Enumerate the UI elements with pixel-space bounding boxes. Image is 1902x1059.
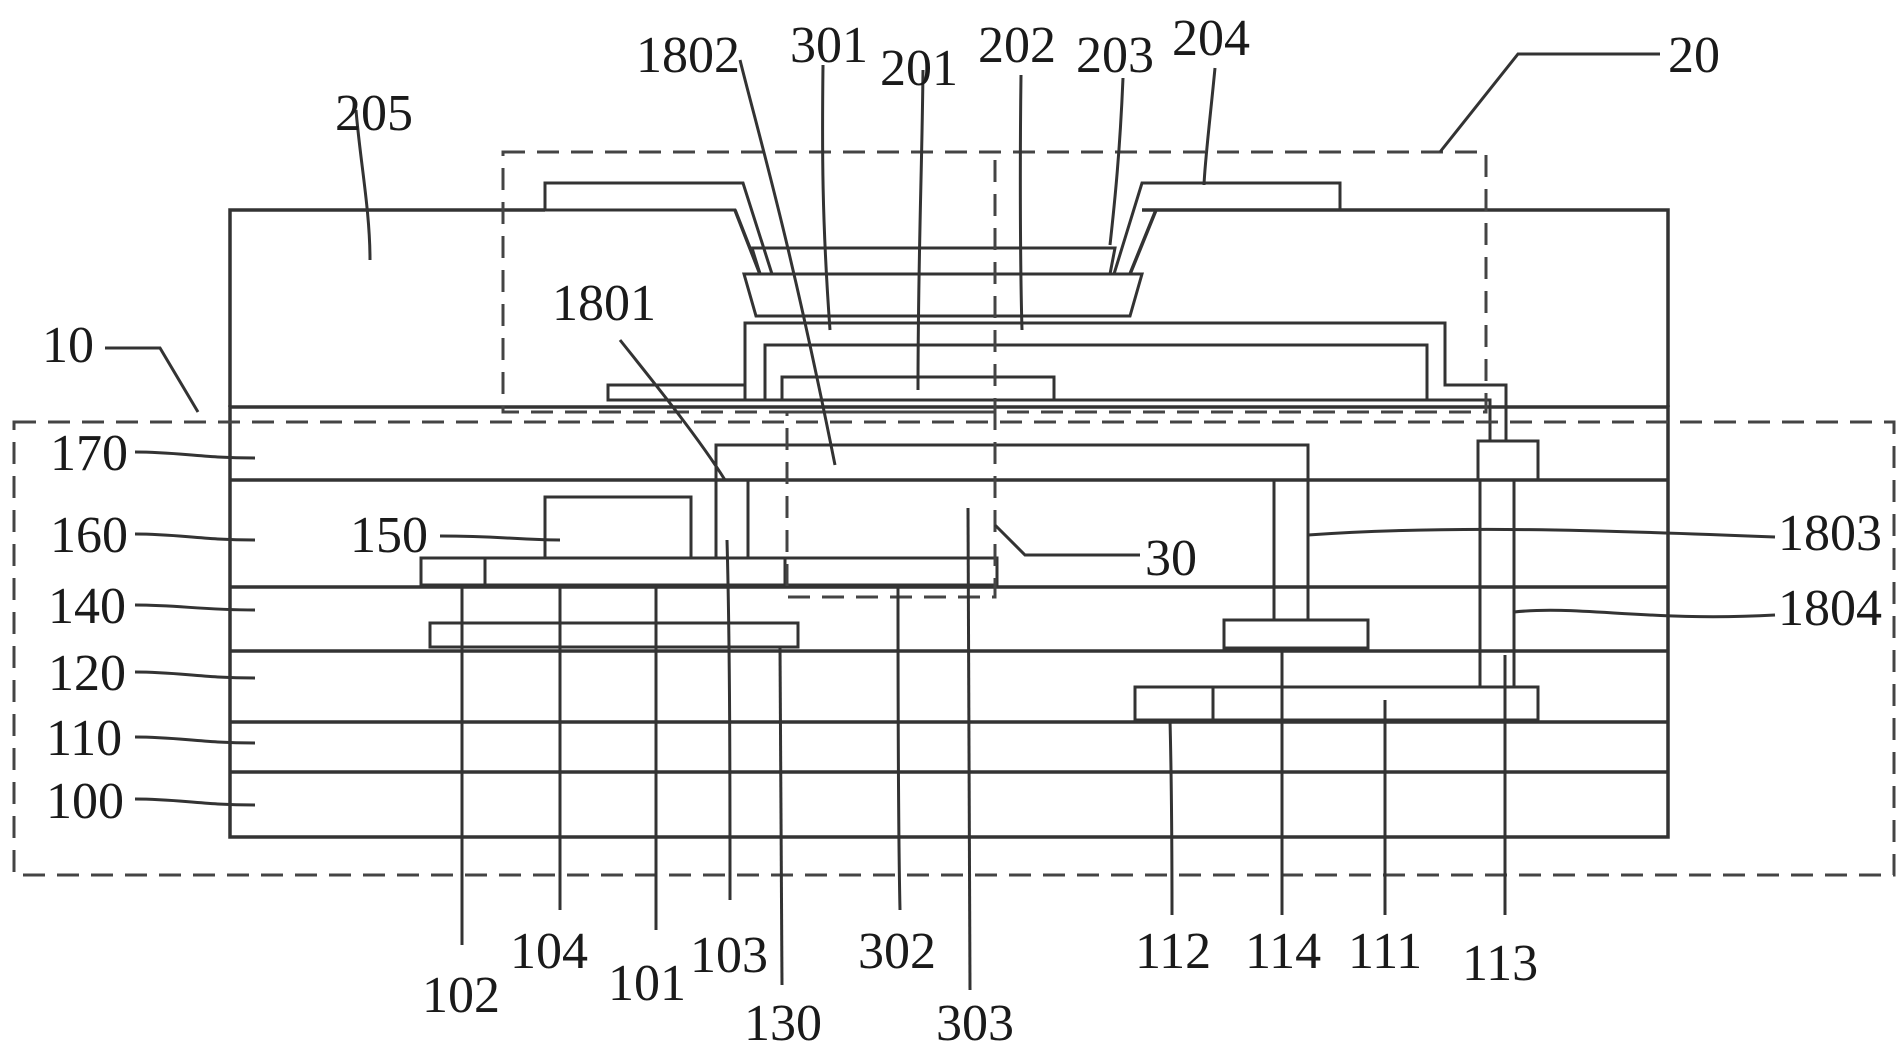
label-20: 20: [1668, 27, 1720, 84]
label-102: 102: [422, 967, 500, 1024]
label-150: 150: [350, 507, 428, 564]
label-170: 170: [50, 425, 128, 482]
contact-112: [1133, 685, 1215, 722]
label-1804: 1804: [1778, 580, 1882, 637]
cavity-301: [763, 343, 1429, 402]
label-130: 130: [744, 995, 822, 1052]
label-113: 113: [1462, 935, 1538, 992]
element-150: [543, 495, 693, 560]
label-204: 204: [1172, 10, 1250, 67]
label-205: 205: [335, 85, 413, 142]
left-transistor: [419, 443, 1310, 649]
label-201: 201: [880, 40, 958, 97]
via-1801: [714, 478, 750, 560]
label-104: 104: [510, 923, 588, 980]
label-202: 202: [978, 17, 1056, 74]
label-120: 120: [48, 645, 126, 702]
label-302: 302: [858, 923, 936, 980]
label-140: 140: [48, 578, 126, 635]
pad-114: [1222, 618, 1370, 650]
label-1802: 1802: [636, 27, 740, 84]
cathode-204-left: [543, 181, 775, 276]
label-303: 303: [936, 995, 1014, 1052]
electrode-1802: [714, 443, 1310, 482]
region-10: [12, 420, 1896, 877]
contact-102: [419, 556, 487, 587]
pad-1804-top: [1476, 439, 1540, 482]
via-1804: [1478, 478, 1516, 689]
right-transistor: [1133, 439, 1540, 722]
label-10: 10: [42, 317, 94, 374]
label-114: 114: [1245, 923, 1321, 980]
label-103: 103: [690, 927, 768, 984]
device-stack: [543, 181, 1508, 443]
layer-202-foot: [606, 383, 747, 402]
label-1801: 1801: [552, 275, 656, 332]
layer-stack: [228, 405, 1670, 839]
active-layer-111: [1211, 685, 1540, 722]
via-1803: [1272, 478, 1310, 622]
label-1803: 1803: [1778, 505, 1882, 562]
layer-stack-outline: [228, 405, 1670, 839]
label-30: 30: [1145, 530, 1197, 587]
label-160: 160: [50, 507, 128, 564]
label-110: 110: [46, 710, 122, 767]
labels: 10 20 30 170 160 140 120 110 100 150 205…: [42, 10, 1882, 1052]
label-111: 111: [1348, 923, 1422, 980]
label-112: 112: [1135, 923, 1211, 980]
label-101: 101: [608, 955, 686, 1012]
active-layer-101: [483, 556, 787, 587]
well-sidewalls: [733, 209, 1158, 275]
label-203: 203: [1076, 27, 1154, 84]
label-301: 301: [790, 17, 868, 74]
region-30: [785, 410, 997, 599]
layer-1802-dark: [742, 272, 1144, 318]
electrode-302: [783, 556, 999, 587]
layer-203: [749, 246, 1117, 276]
leader-lines: [105, 52, 1776, 991]
label-100: 100: [46, 773, 124, 830]
gate-130: [428, 621, 800, 649]
